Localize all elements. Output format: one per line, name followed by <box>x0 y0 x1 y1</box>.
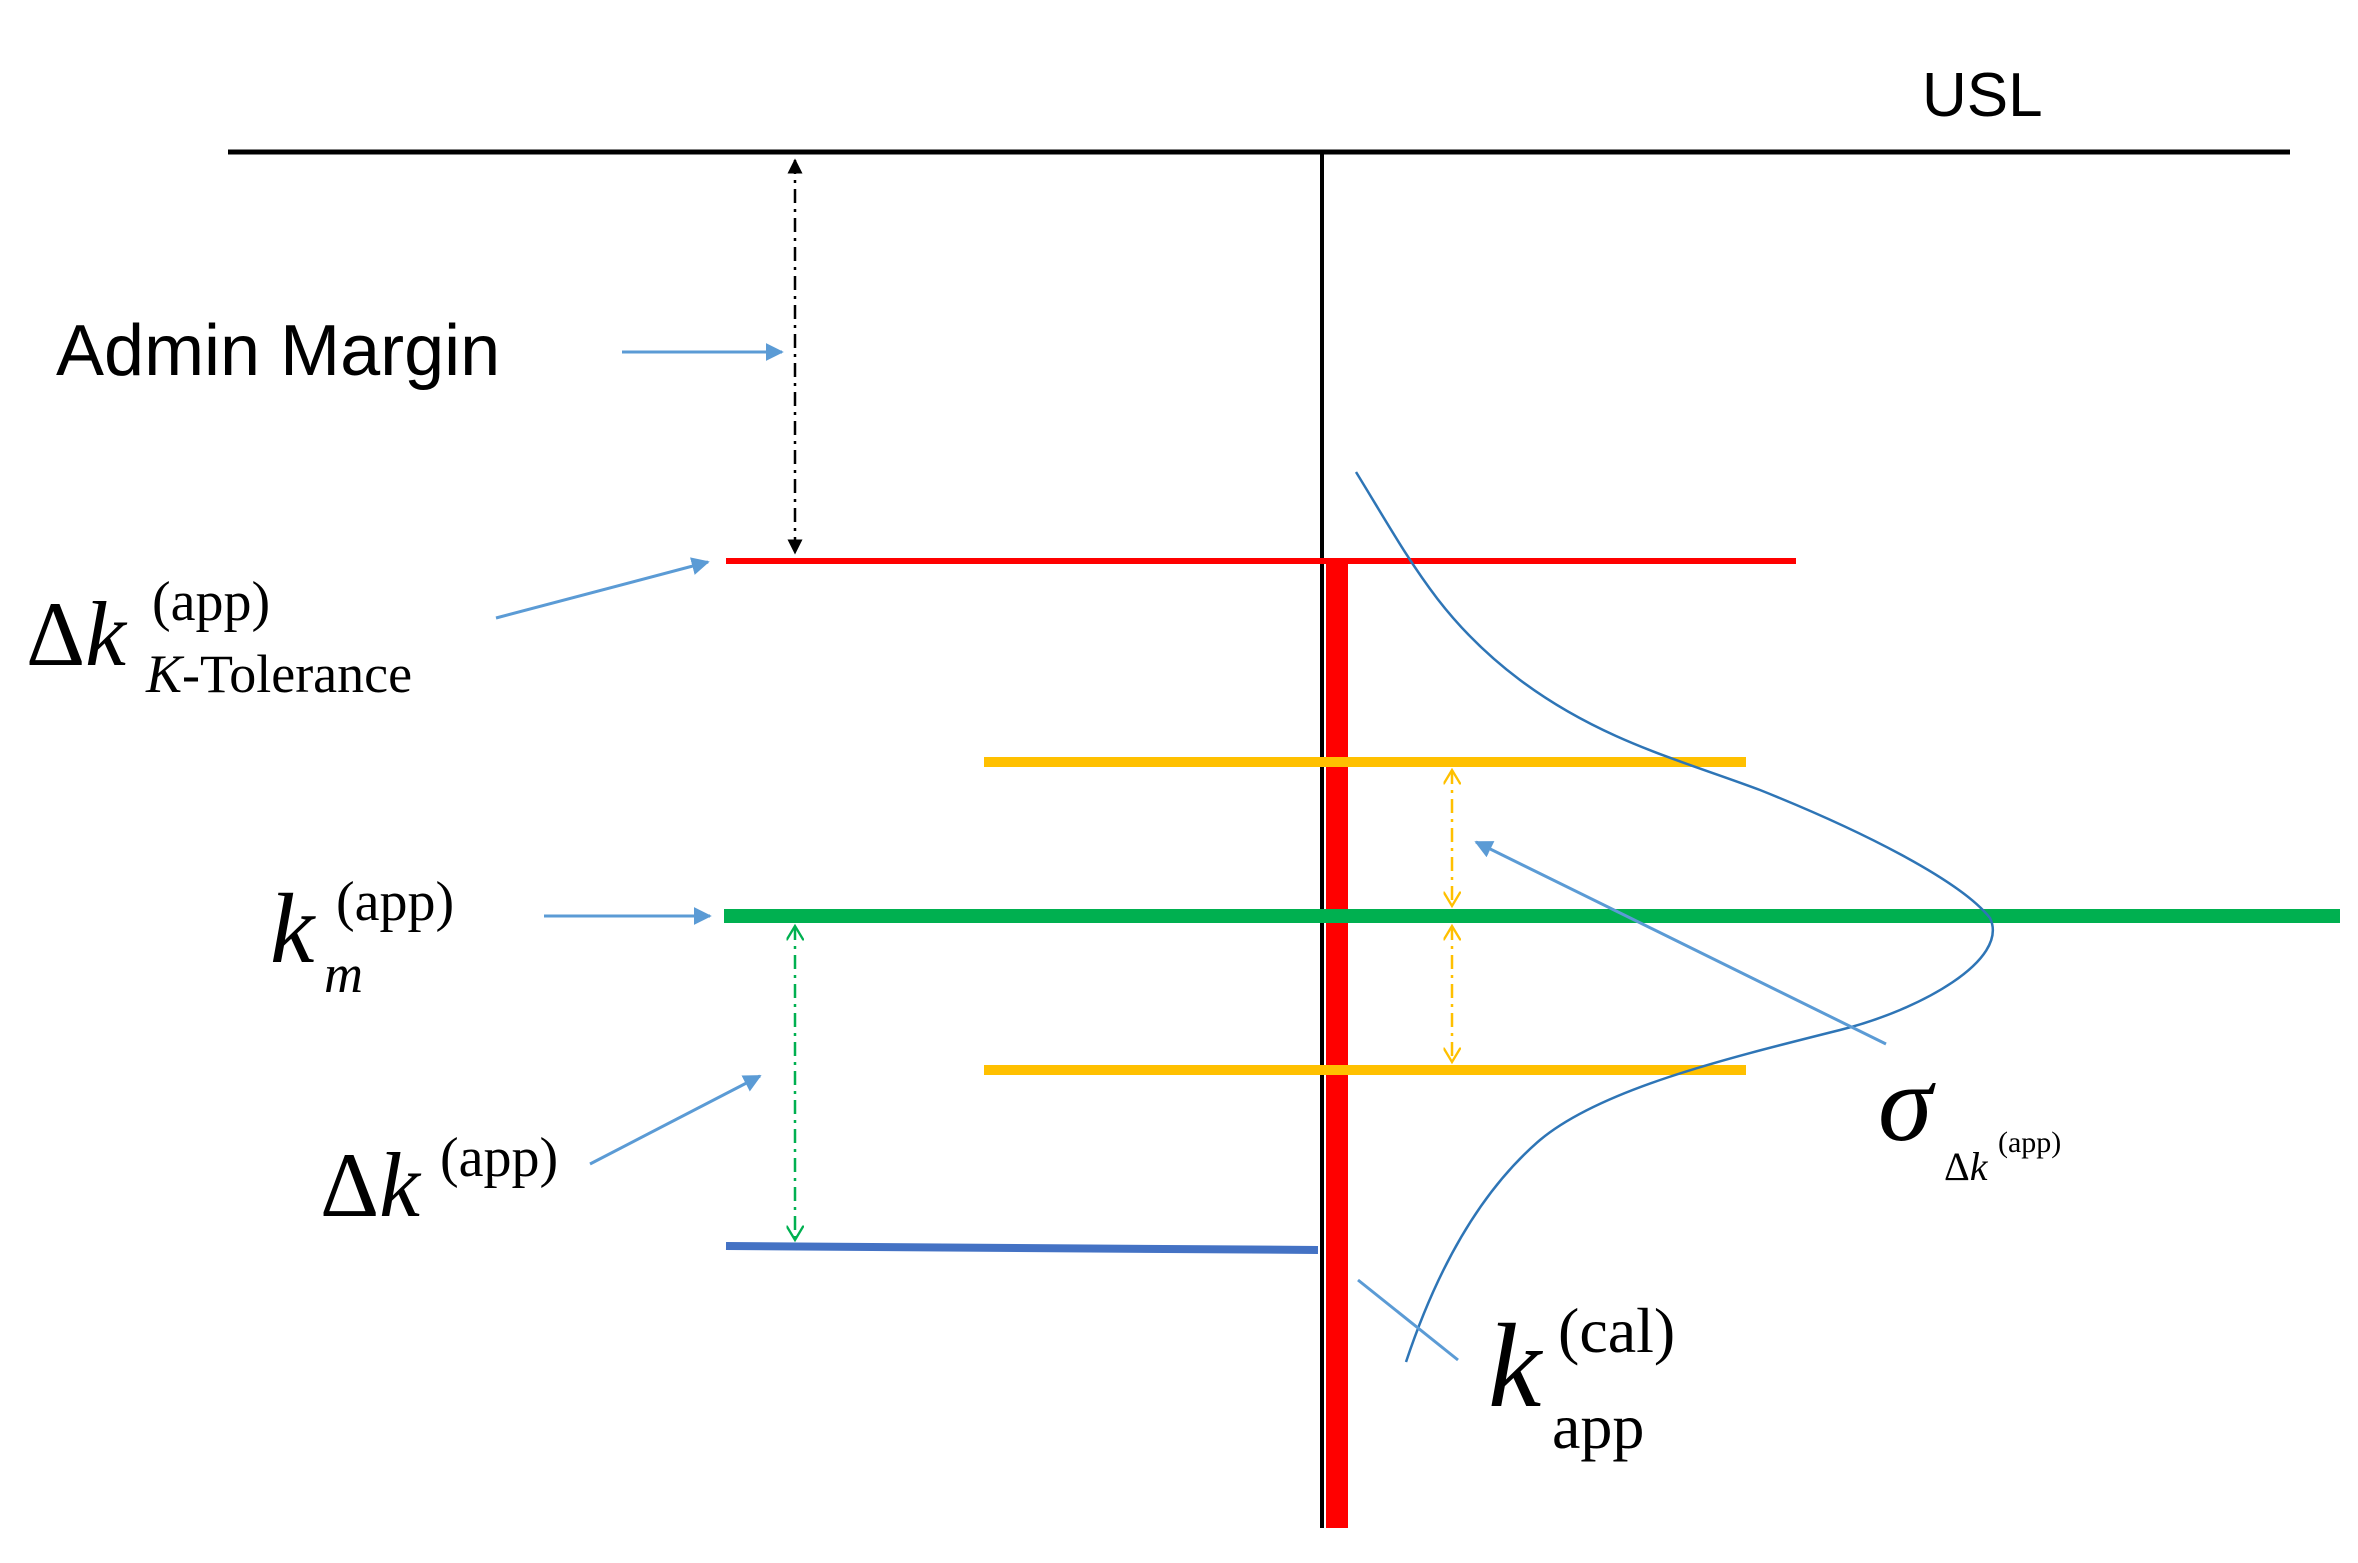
k-mean-label-sup: (app) <box>336 871 454 933</box>
distribution-curve <box>1354 471 1994 1363</box>
delta-k-label: Δk <box>320 1134 422 1236</box>
tolerance-bar <box>1326 558 1348 1528</box>
k-tolerance-label-sub: K-Tolerance <box>145 644 412 704</box>
sigma-pointer-arrow <box>1474 840 1887 1046</box>
sigma-label-var: σ <box>1878 1042 1936 1164</box>
k-tolerance-label-sup: (app) <box>152 571 270 633</box>
k-calibration-pointer-line <box>1357 1278 1459 1362</box>
usl-label: USL <box>1922 61 2043 130</box>
k-mean-label-var: k <box>270 873 316 984</box>
admin-margin-label: Admin Margin <box>56 311 500 391</box>
delta-k-label-sup: (app) <box>440 1127 558 1189</box>
k-tolerance-label: Δk <box>26 583 128 685</box>
k-tolerance-pointer-arrow <box>495 557 710 620</box>
k-calibration-label-var: k <box>1488 1299 1544 1432</box>
k-calibration-label-sup: (cal) <box>1558 1295 1675 1366</box>
k-calibration-label-sub: app <box>1552 1391 1644 1462</box>
delta-k-pointer-arrow <box>589 1074 762 1166</box>
k-calibration-line <box>725 1242 1319 1254</box>
k-mean-label-sub: m <box>324 944 363 1004</box>
sigma-label-sub-sup: (app) <box>1998 1126 2061 1159</box>
sigma-label-sub: Δk <box>1944 1144 1989 1189</box>
